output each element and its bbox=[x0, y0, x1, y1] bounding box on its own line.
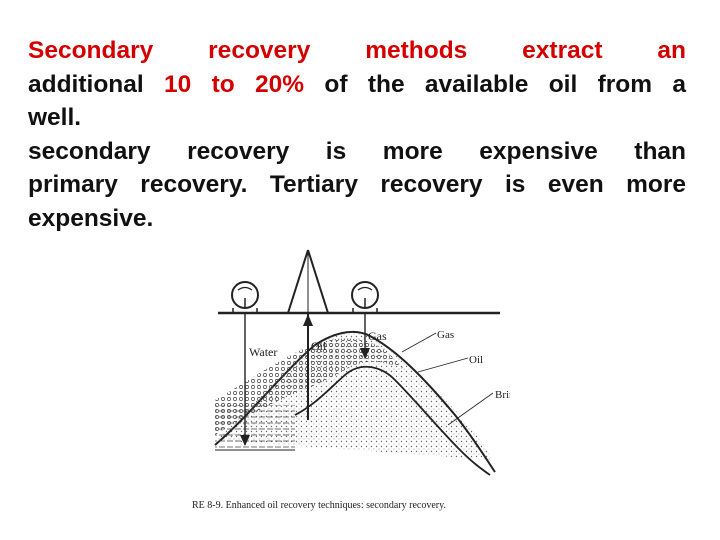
text-line-4: secondary recovery is more expensive tha… bbox=[28, 137, 686, 165]
text-additional: additional bbox=[28, 70, 165, 98]
label-gas-well: Gas bbox=[368, 329, 387, 343]
text-line-2: additional 10 to 20% of the available oi… bbox=[28, 68, 686, 102]
anticline-inner bbox=[294, 366, 491, 476]
label-brine: Brine bbox=[495, 389, 510, 401]
text-line-5: primary recovery. Tertiary recovery is e… bbox=[28, 171, 686, 198]
water-injection-pump bbox=[231, 281, 259, 313]
text-line-3: well. bbox=[28, 104, 82, 131]
gas-injection-pump bbox=[351, 281, 379, 313]
oil-derrick bbox=[287, 249, 329, 314]
highlight-percentage: 10 to 20% bbox=[164, 70, 305, 98]
secondary-recovery-diagram: Water Oil Gas Gas Oil Brine RE 8-9. Enha… bbox=[192, 249, 510, 511]
label-gas: Gas bbox=[437, 329, 454, 341]
highlight-secondary-recovery: Secondary recovery methods extract an bbox=[28, 37, 686, 64]
text-of-available-oil: of the available oil from a bbox=[304, 70, 686, 98]
label-oil-well: Oil bbox=[311, 339, 327, 353]
label-oil: Oil bbox=[469, 354, 483, 366]
slide-text: Secondary recovery methods extract an ad… bbox=[28, 34, 686, 235]
water-zone bbox=[215, 405, 295, 450]
text-line-6: expensive. bbox=[28, 204, 154, 232]
oil-layer bbox=[215, 338, 405, 435]
text-line-1: Secondary recovery methods extract an bbox=[28, 34, 686, 68]
label-water: Water bbox=[249, 345, 277, 359]
diagram-caption: RE 8-9. Enhanced oil recovery techniques… bbox=[192, 500, 446, 511]
